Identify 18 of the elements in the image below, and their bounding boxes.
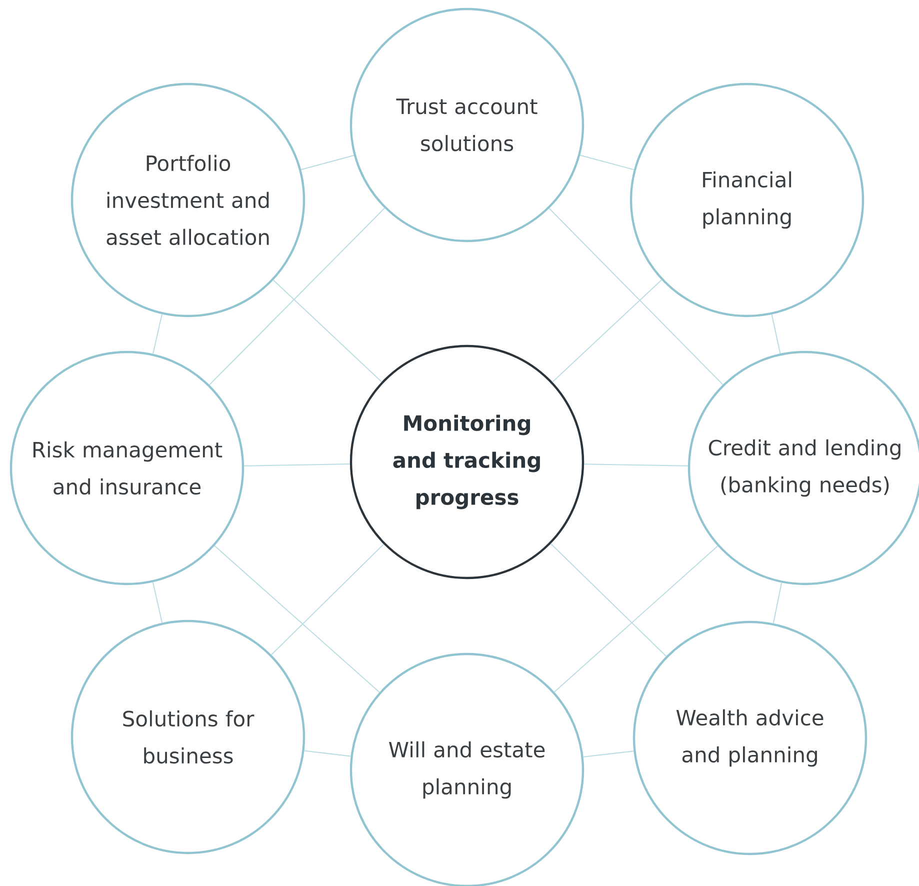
connector-line: [272, 280, 382, 382]
connector-line: [300, 154, 354, 170]
connector-line: [270, 544, 384, 656]
connector-line: [214, 545, 380, 693]
connector-line: [554, 546, 718, 692]
connector-line: [548, 208, 724, 386]
connector-line: [771, 314, 781, 354]
connector-line: [550, 543, 667, 657]
connector-line: [244, 464, 350, 466]
connector-line: [772, 582, 782, 624]
connector-line: [152, 314, 163, 354]
connector-line: [582, 750, 634, 758]
connector-line: [304, 750, 352, 757]
connector-line: [208, 208, 386, 386]
connector-line: [584, 464, 688, 466]
connector-line: [552, 280, 662, 382]
connector-line: [580, 154, 634, 170]
connector-line: [152, 582, 163, 624]
